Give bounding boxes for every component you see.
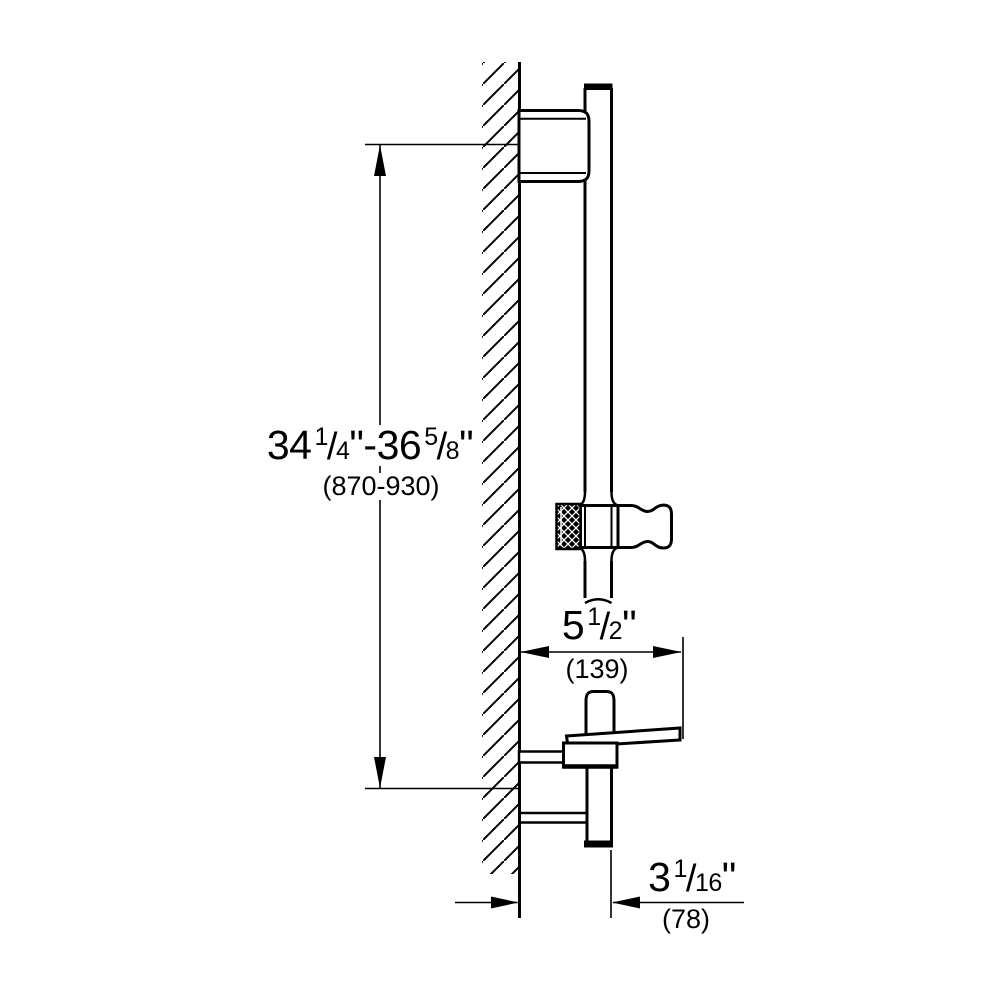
offset-frac-num: 1	[673, 855, 687, 883]
offset-dimension-label-metric: (78)	[658, 906, 714, 933]
shower-holder-assembly	[555, 491, 673, 562]
wall-hatching	[482, 62, 519, 874]
arrowhead-right-icon	[653, 646, 682, 658]
reach-dimension	[520, 637, 684, 739]
rail-break-line	[584, 598, 613, 605]
rail-through-holder	[584, 506, 613, 547]
glide-clamp-body	[562, 741, 619, 769]
offset-dimension	[455, 850, 744, 918]
wall-section	[482, 62, 521, 918]
bracket-body	[517, 109, 591, 183]
height-whole-b: 36	[376, 422, 422, 468]
reach-frac-den: 2	[608, 617, 623, 645]
holder-adjust-knob	[555, 502, 582, 551]
height-frac-b-num: 5	[424, 423, 438, 451]
rail-bottom-end-cap	[584, 840, 613, 848]
reach-frac-slash: /	[599, 606, 611, 648]
height-suffix-b: "	[459, 422, 474, 468]
arrowhead-right-icon	[491, 896, 519, 909]
height-dimension	[365, 143, 519, 790]
reach-suffix: "	[622, 602, 637, 648]
wall-connector-upper	[517, 750, 571, 764]
offset-suffix: "	[721, 854, 737, 900]
rail-below-holder-edges	[583, 561, 613, 598]
holder-cradle	[616, 503, 673, 550]
height-frac-a-den: 4	[335, 437, 350, 465]
height-frac-b-den: 8	[445, 437, 460, 465]
offset-frac-slash: /	[685, 858, 697, 900]
slide-rail-lower	[519, 767, 613, 848]
rail-top-end-cap	[584, 83, 613, 90]
height-suffix-a: "-	[349, 422, 377, 468]
arrowhead-down-icon	[374, 757, 386, 788]
offset-frac-den: 16	[694, 869, 722, 897]
lower-glide-assembly	[517, 690, 682, 769]
top-mounting-bracket	[517, 109, 591, 183]
arrowhead-left-icon	[612, 896, 640, 909]
rail-lower-edges	[585, 767, 613, 841]
arrowhead-up-icon	[374, 145, 386, 176]
rail-holder-fillets	[577, 491, 619, 562]
height-whole-a: 34	[266, 422, 312, 468]
reach-whole: 5	[561, 602, 585, 648]
reach-frac-num: 1	[587, 603, 601, 631]
wall-connector-lower	[519, 811, 587, 824]
offset-whole: 3	[648, 854, 671, 900]
height-frac-b-slash: /	[436, 426, 448, 468]
height-dimension-label-metric: (870-930)	[319, 473, 443, 500]
height-frac-a-num: 1	[314, 423, 328, 451]
height-frac-a-slash: /	[326, 426, 338, 468]
glide-post	[584, 690, 616, 737]
reach-dimension-label-metric: (139)	[562, 656, 632, 683]
arrowhead-left-icon	[520, 646, 549, 658]
